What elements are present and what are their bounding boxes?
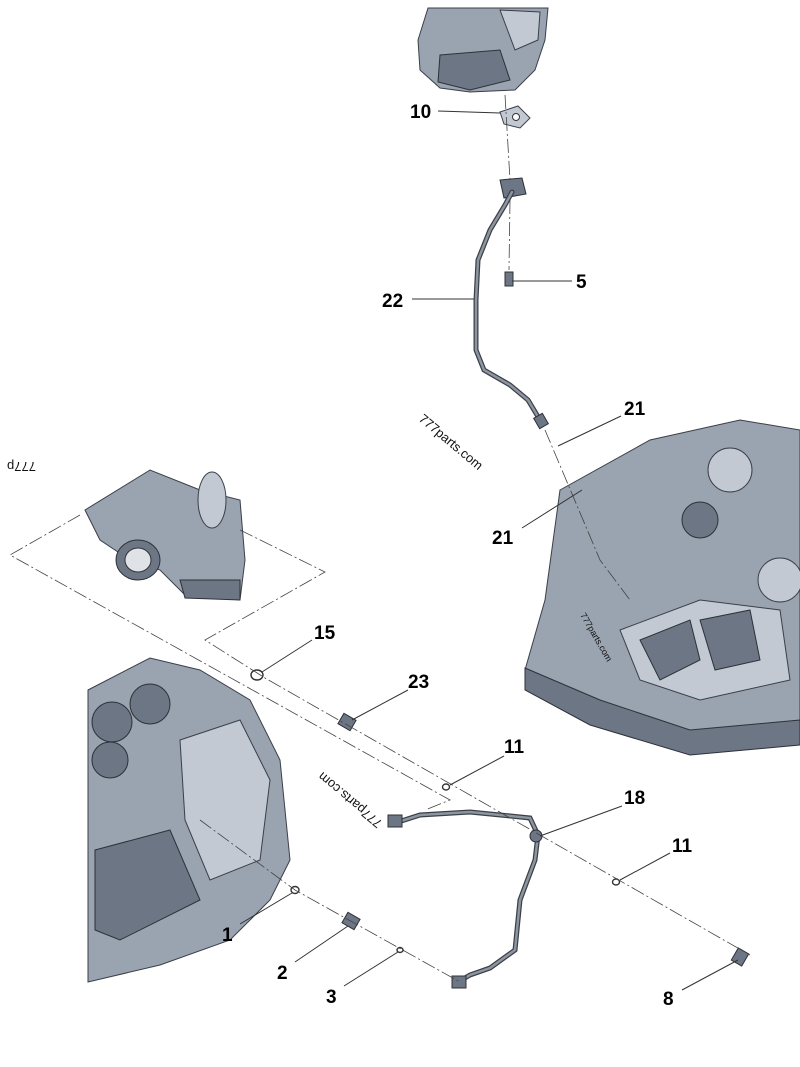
callout-8: 8 bbox=[663, 989, 674, 1010]
engine-block-right bbox=[524, 419, 800, 756]
callout-23: 23 bbox=[408, 672, 429, 693]
callout-21-lower: 21 bbox=[492, 528, 514, 549]
callout-11-upper: 11 bbox=[504, 737, 525, 758]
watermark: 777parts.com bbox=[315, 769, 385, 831]
bolt-8 bbox=[730, 947, 750, 967]
callout-1: 1 bbox=[222, 925, 233, 946]
callout-5: 5 bbox=[576, 272, 587, 293]
callout-2: 2 bbox=[277, 963, 288, 984]
callout-10: 10 bbox=[410, 102, 431, 123]
leader-lines bbox=[239, 110, 739, 991]
gasket-10 bbox=[499, 105, 531, 129]
o-ring-11a bbox=[441, 783, 451, 791]
turbocharger bbox=[417, 7, 549, 93]
watermark: 777parts.com bbox=[416, 411, 486, 473]
throttle-assembly bbox=[84, 469, 246, 601]
callout-11-lower: 11 bbox=[672, 836, 693, 857]
fitting-23 bbox=[337, 712, 357, 732]
callout-3: 3 bbox=[326, 987, 337, 1008]
o-ring-11b bbox=[611, 878, 621, 886]
o-ring-3 bbox=[396, 946, 404, 954]
callout-15: 15 bbox=[314, 623, 336, 644]
callout-18: 18 bbox=[624, 788, 645, 809]
assembly-lines bbox=[9, 94, 751, 983]
callout-21-upper: 21 bbox=[624, 399, 646, 420]
turbo-drain-tube-22 bbox=[473, 177, 550, 430]
watermark: 777p bbox=[7, 459, 36, 474]
o-ring-1 bbox=[290, 885, 300, 895]
callout-22: 22 bbox=[382, 291, 403, 312]
bolt-5 bbox=[504, 271, 514, 287]
oil-supply-tube-18 bbox=[387, 809, 543, 989]
engine-block-left bbox=[87, 657, 291, 983]
o-ring-15 bbox=[250, 669, 264, 681]
